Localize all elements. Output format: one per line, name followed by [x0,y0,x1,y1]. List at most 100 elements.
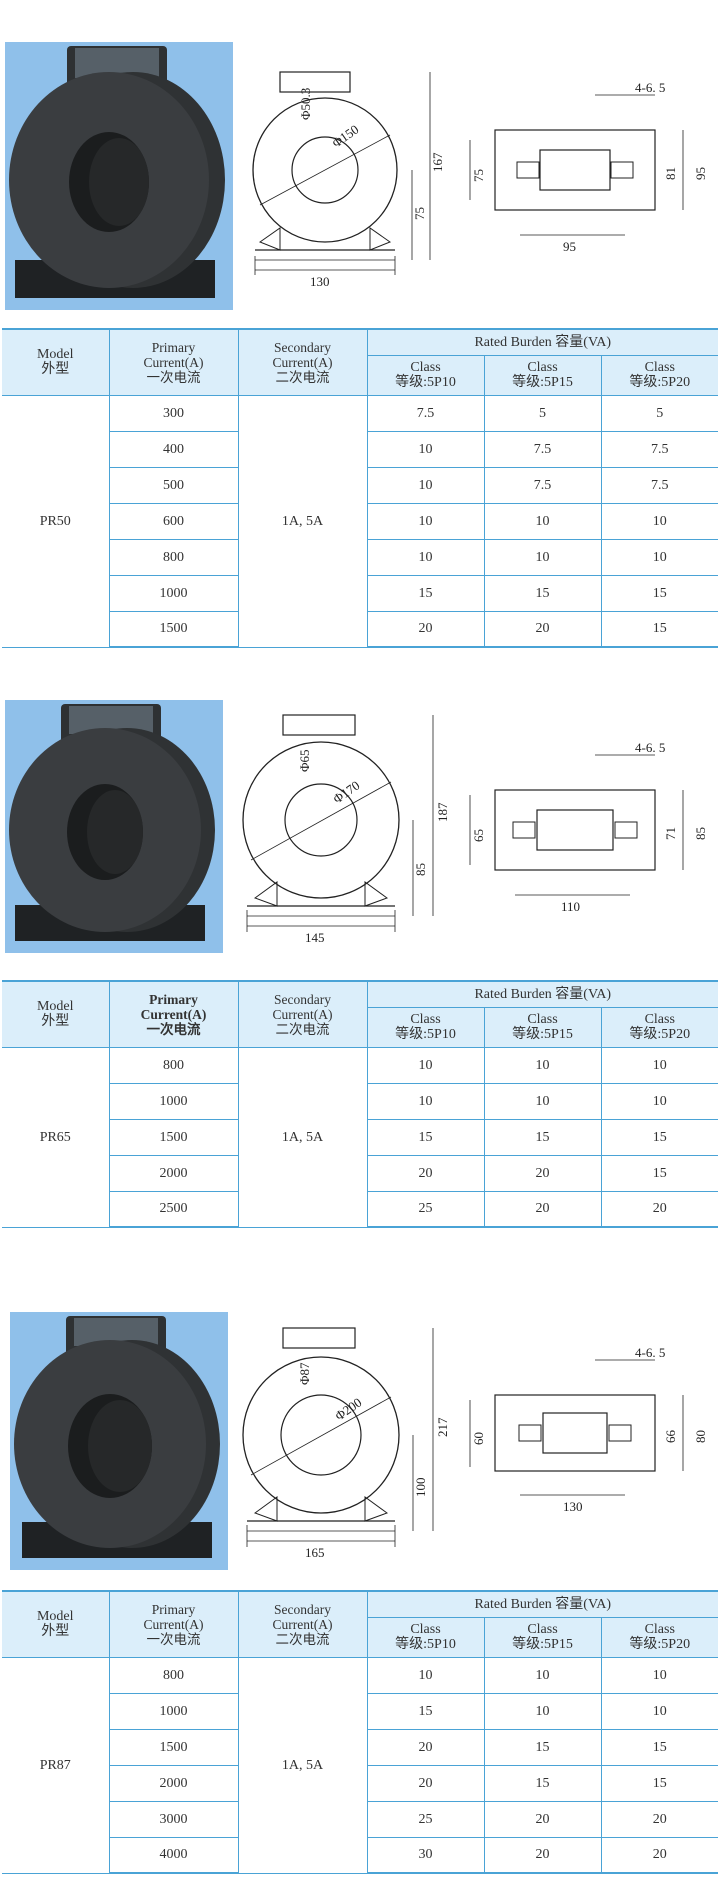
primary-current-cell: 1500 [109,1119,239,1156]
header-primary-label: Primary [151,339,196,355]
header-model-label: Model [36,999,74,1015]
header-class-label: Class [527,1622,558,1637]
class-5p20-cell: 10 [600,1047,718,1084]
primary-current-cell: 1000 [109,575,239,612]
header-primary-cn: 一次电流 [146,1021,201,1037]
table-row: PR87 800 1A, 5A 10 10 10 [2,1657,718,1874]
header-class-5p10-cn: 等级:5P10 [395,1637,456,1652]
table-row: 1000 10 10 10 [2,1083,718,1120]
header-class-label: Class [410,1012,441,1027]
class-5p15-cell: 10 [483,1047,602,1084]
class-5p20-cell: 10 [600,503,718,540]
header-class-5p15-cn: 等级:5P15 [512,375,573,390]
dimension-side-inner: 71 [663,827,678,840]
header-class-5p20-cn: 等级:5P20 [629,375,691,390]
class-5p10-cell: 25 [366,1191,485,1228]
side-view-drawing-pr87: 60 130 66 80 4-6. 5 [465,1345,715,1525]
primary-current-cell: 1000 [109,1083,239,1120]
class-5p15-cell: 7.5 [483,467,602,504]
secondary-current-cell: 1A, 5A [237,1657,368,1874]
class-5p10-cell: 15 [366,1119,485,1156]
product-section-pr87: Φ87 Φ200 165 217 100 60 130 66 80 4-6. 5 [0,1290,720,1896]
product-photo-pr65 [5,700,223,953]
class-5p15-cell: 20 [483,1155,602,1192]
table-row: 3000 25 20 20 [2,1801,718,1838]
primary-current-cell: 600 [109,503,239,540]
header-rated-burden: Rated Burden 容量(VA) [366,1590,718,1618]
header-class-label: Class [410,360,441,375]
table-row: 1500 20 15 15 [2,1729,718,1766]
dimension-width: 145 [305,930,325,945]
side-view-drawing-pr65: 65 110 71 85 4-6. 5 [465,740,715,920]
model-cell: PR87 [2,1657,110,1874]
primary-current-cell: 4000 [109,1837,239,1874]
class-5p15-cell: 10 [483,1657,602,1694]
class-5p10-cell: 20 [366,611,485,648]
primary-current-cell: 300 [108,395,239,432]
class-5p20-cell: 10 [600,1083,718,1120]
class-5p15-cell: 10 [483,1693,602,1730]
dimension-inner-diameter: Φ65 [297,749,312,772]
header-class-label: Class [527,1012,558,1027]
class-5p10-cell: 20 [366,1729,485,1766]
dimension-height: 167 [430,152,445,172]
dimension-mounting-holes: 4-6. 5 [635,740,665,755]
header-secondary-current: Secondary Current(A) 二次电流 [237,1590,368,1658]
secondary-current-cell: 1A, 5A [237,395,368,648]
class-5p10-cell: 10 [366,539,485,576]
header-secondary-current-label: Current(A) [272,1006,333,1022]
class-5p20-cell: 10 [600,1657,718,1694]
dimension-outer-diameter: Φ170 [330,778,362,807]
class-5p15-cell: 15 [483,1729,602,1766]
class-5p20-cell: 15 [600,575,718,612]
spec-table-pr65: Model 外型 Primary Current(A) 一次电流 Seconda… [2,980,718,1228]
primary-current-cell: 2000 [109,1155,239,1192]
header-secondary-cn: 二次电流 [275,369,330,385]
header-model: Model 外型 [2,328,110,396]
primary-current-cell: 400 [109,431,239,468]
dimension-height: 217 [435,1417,450,1437]
primary-current-cell: 800 [108,1657,239,1694]
primary-current-cell: 2000 [109,1765,239,1802]
table-row: 800 10 10 10 [2,539,718,576]
dimension-side-width: 130 [563,1499,583,1514]
dimension-center-height: 85 [413,863,428,876]
front-view-drawing-pr50: Φ50.3 Φ150 130 167 75 [240,60,470,290]
table-row: PR50 300 1A, 5A 7.5 5 5 [2,395,718,648]
header-class-label: Class [410,1622,441,1637]
primary-current-cell: 3000 [109,1801,239,1838]
header-secondary-current-label: Current(A) [272,1616,333,1632]
class-5p10-cell: 10 [366,467,485,504]
class-5p15-cell: 10 [483,1083,602,1120]
header-rated-burden: Rated Burden 容量(VA) [366,980,718,1008]
header-primary-current: Primary Current(A) 一次电流 [108,1590,239,1658]
class-5p10-cell: 20 [366,1155,485,1192]
table-row: 1000 15 10 10 [2,1693,718,1730]
class-5p15-cell: 10 [483,539,602,576]
primary-current-cell: 800 [109,539,239,576]
dimension-center-height: 100 [413,1478,428,1498]
dimension-side-left: 75 [471,169,486,182]
class-5p20-cell: 15 [600,1729,718,1766]
front-view-drawing-pr87: Φ87 Φ200 165 217 100 [235,1325,465,1565]
class-5p20-cell: 20 [600,1801,718,1838]
header-secondary-current-label: Current(A) [272,354,333,370]
dimension-side-left: 60 [471,1432,486,1445]
header-class-5p15-cn: 等级:5P15 [512,1027,573,1042]
header-class-label: Class [527,360,558,375]
header-class-5p20-cn: 等级:5P20 [629,1637,691,1652]
header-model-label: Model [36,1609,74,1625]
dimension-side-width: 110 [561,899,580,914]
header-primary-current: Primary Current(A) 一次电流 [108,980,239,1048]
class-5p10-cell: 10 [366,503,485,540]
header-secondary-label: Secondary [274,1601,331,1617]
class-5p15-cell: 20 [483,1191,602,1228]
dimension-height: 187 [435,802,450,822]
class-5p20-cell: 15 [600,1765,718,1802]
front-view-drawing-pr65: Φ65 Φ170 145 187 85 [235,710,465,950]
